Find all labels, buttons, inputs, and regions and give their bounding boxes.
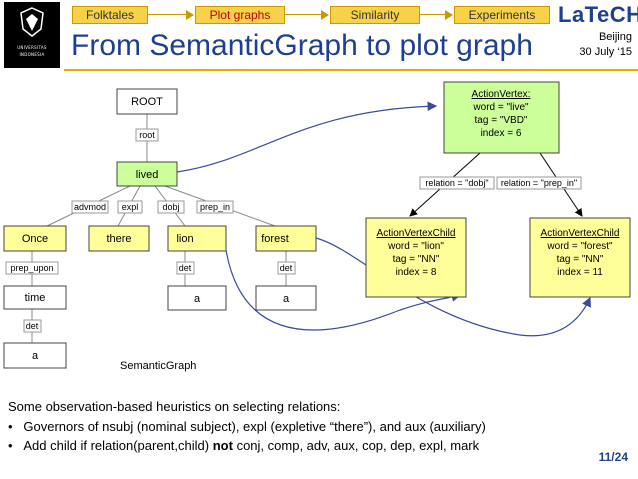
node-time-label: time bbox=[25, 292, 46, 304]
action-vertex-child bbox=[365, 217, 467, 298]
child-index: index = 11 bbox=[557, 267, 603, 278]
relation-label-dobj: relation = "dobj" bbox=[425, 178, 488, 188]
heuristics-heading: Some observation-based heuristics on sel… bbox=[8, 399, 341, 414]
node-lion-label: lion bbox=[176, 233, 193, 245]
node-there-label: there bbox=[106, 233, 131, 245]
edge-label-det: det bbox=[280, 263, 293, 273]
node-root-label: ROOT bbox=[131, 96, 163, 108]
edge-label-root: root bbox=[139, 130, 155, 140]
node-forest-label: forest bbox=[261, 233, 289, 245]
action-vertex-word: word = "live" bbox=[472, 102, 529, 113]
nav-arrowhead bbox=[445, 10, 453, 20]
bullet-icon: • bbox=[8, 419, 24, 434]
action-vertex bbox=[443, 81, 560, 154]
edge-label-advmod: advmod bbox=[74, 202, 106, 212]
logo-text-line: UNIVERSITAS bbox=[17, 45, 47, 50]
relation-label-prep-in: relation = "prep_in" bbox=[501, 178, 577, 188]
graph-caption: SemanticGraph bbox=[120, 360, 196, 372]
child-tag: tag = "NN" bbox=[393, 254, 440, 265]
action-vertex-type: ActionVertex: bbox=[472, 89, 531, 100]
node-a-label: a bbox=[32, 350, 39, 362]
relation-labels: relation = "dobj" relation = "prep_in" bbox=[419, 176, 582, 190]
action-vertex-child bbox=[529, 217, 631, 298]
edge-label-dobj: dobj bbox=[162, 202, 179, 212]
node-a-label: a bbox=[194, 293, 201, 305]
slide-title: From SemanticGraph to plot graph bbox=[71, 29, 533, 62]
event-date: 30 July ‘15 bbox=[579, 46, 632, 58]
child-word: word = "lion" bbox=[387, 241, 444, 252]
semantic-edge-labels: root advmod expl dobj prep_in prep_upon … bbox=[5, 128, 296, 333]
node-time bbox=[3, 285, 67, 310]
node-a bbox=[167, 285, 227, 311]
event-place: Beijing bbox=[598, 31, 632, 43]
node-lion bbox=[167, 225, 227, 252]
logo-text-line: INDONESIA bbox=[19, 52, 45, 57]
edge-label-prep-upon: prep_upon bbox=[10, 263, 53, 273]
node-root bbox=[116, 88, 178, 115]
nav-similarity[interactable]: Similarity bbox=[330, 6, 420, 24]
node-a bbox=[255, 285, 317, 311]
seal-icon bbox=[20, 7, 44, 37]
bullet-emphasis: not bbox=[212, 438, 233, 453]
nav-connector bbox=[148, 14, 186, 15]
semantic-nodes: ROOT lived Once there lion forest time a… bbox=[3, 88, 317, 369]
title-divider bbox=[64, 69, 638, 71]
edge-label-det: det bbox=[26, 321, 39, 331]
event-info: Beijing 30 July ‘15 bbox=[579, 30, 632, 60]
bullet-icon: • bbox=[8, 438, 24, 453]
nav-arrowhead bbox=[321, 10, 329, 20]
edge-label-expl: expl bbox=[122, 202, 139, 212]
nav-plot-graphs[interactable]: Plot graphs bbox=[195, 6, 285, 24]
node-once bbox=[3, 225, 67, 252]
child-tag: tag = "NN" bbox=[557, 254, 604, 265]
node-lived-label: lived bbox=[136, 169, 159, 181]
child-type: ActionVertexChild bbox=[377, 228, 456, 239]
plot-nodes: ActionVertex: word = "live" tag = "VBD" … bbox=[365, 81, 631, 298]
bullet-text: Add child if relation(parent,child) bbox=[23, 438, 210, 453]
action-vertex-tag: tag = "VBD" bbox=[475, 115, 528, 126]
node-there bbox=[88, 225, 150, 252]
page-number: 11/24 bbox=[598, 450, 628, 464]
child-word: word = "forest" bbox=[546, 241, 613, 252]
edge-label-prep-in: prep_in bbox=[200, 202, 230, 212]
brand-logo: LaTeCH bbox=[558, 2, 638, 27]
bullet-text: Governors of nsubj (nominal subject), ex… bbox=[23, 419, 486, 434]
university-logo: UNIVERSITAS INDONESIA bbox=[4, 2, 60, 68]
node-a bbox=[3, 342, 67, 369]
bullet-item: • Add child if relation(parent,child) no… bbox=[8, 438, 479, 453]
bullet-item: • Governors of nsubj (nominal subject), … bbox=[8, 419, 486, 434]
child-type: ActionVertexChild bbox=[541, 228, 620, 239]
nav-connector bbox=[420, 14, 446, 15]
node-once-label: Once bbox=[22, 233, 48, 245]
semantic-edges bbox=[31, 114, 287, 343]
node-a-label: a bbox=[283, 293, 290, 305]
nav-experiments[interactable]: Experiments bbox=[454, 6, 550, 24]
node-lived bbox=[116, 161, 178, 187]
nav-folktales[interactable]: Folktales bbox=[72, 6, 148, 24]
edge-label-det: det bbox=[179, 263, 192, 273]
nav-arrowhead bbox=[186, 10, 194, 20]
action-vertex-index: index = 6 bbox=[481, 128, 522, 139]
nav-connector bbox=[285, 14, 322, 15]
mapping-curves bbox=[176, 101, 591, 337]
bullet-text: conj, comp, adv, aux, cop, dep, expl, ma… bbox=[236, 438, 480, 453]
child-index: index = 8 bbox=[396, 267, 437, 278]
